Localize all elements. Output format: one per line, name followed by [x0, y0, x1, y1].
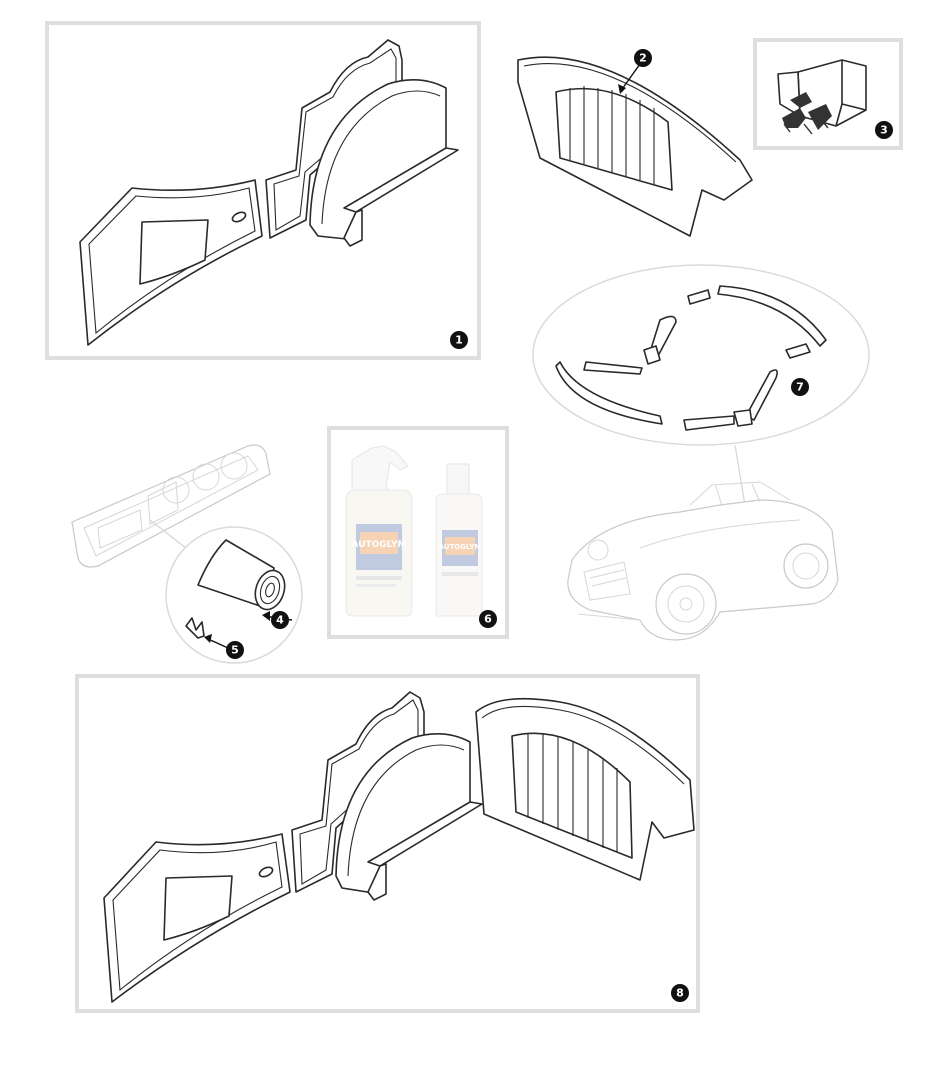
edge-trim-strips-icon — [555, 285, 827, 431]
group-3-fastener-kit: 3 — [753, 38, 903, 150]
group-8-frame — [75, 674, 700, 1013]
callout-3-marker — [875, 121, 893, 139]
rear-seat-back-panel-icon — [517, 56, 753, 237]
group-2-rear-seat-panel: 2 — [517, 49, 753, 237]
callout-5-arrowhead — [204, 634, 212, 643]
group-1-frame — [45, 21, 481, 360]
callout-6-label: 6 — [484, 613, 492, 626]
group-1-door-and-arch-trim: 1 — [45, 21, 481, 360]
kit-wheel-arch-cover-icon — [335, 733, 483, 901]
callout-7-label: 7 — [796, 381, 804, 394]
callout-5-marker — [226, 641, 244, 659]
group-6-frame — [327, 426, 509, 639]
callout-4-arrowhead — [262, 611, 270, 621]
spray-bottle-logo: AUTOGLYM — [352, 540, 407, 550]
callout-2-label: 2 — [639, 52, 647, 65]
group-3-frame — [753, 38, 903, 150]
callout-2-marker — [634, 49, 652, 67]
callout-1-marker — [450, 331, 468, 349]
group-8-complete-kit: 8 — [75, 674, 700, 1013]
trim-clip-icon — [185, 617, 205, 639]
callout-7-marker — [791, 378, 809, 396]
spray-bottle: AUTOGLYM — [345, 445, 413, 617]
kit-door-card-panel-icon — [103, 833, 291, 1003]
callout-3-label: 3 — [880, 124, 888, 137]
dashboard-panel-faint-icon — [71, 444, 271, 568]
callout-6-marker — [479, 610, 497, 628]
callout-2-arrowhead — [618, 84, 626, 94]
trim-material-roll-icon — [197, 539, 286, 611]
callout-8-label: 8 — [676, 987, 684, 1000]
group-4-5-trim-material: 4 5 — [71, 444, 303, 664]
group-7-pointer — [734, 444, 746, 506]
callout-8-marker — [671, 984, 689, 1002]
kit-rear-seat-back-panel-icon — [475, 697, 695, 881]
callout-1-label: 1 — [455, 334, 463, 347]
car-outline-icon — [567, 481, 839, 641]
group-7-bubble — [532, 264, 870, 446]
wheel-arch-cover-icon — [309, 79, 459, 247]
callout-4-label: 4 — [276, 614, 284, 627]
fastener-clip-bag-icon — [777, 59, 867, 135]
group-6-cleaning-products: AUTOGLYM AUTOGLYM 6 — [327, 426, 509, 639]
callout-5-label: 5 — [231, 644, 239, 657]
door-card-panel-icon — [79, 179, 263, 346]
pump-bottle-logo: AUTOGLYM — [439, 543, 482, 551]
callout-4-marker — [271, 611, 289, 629]
group-7-edge-trim-strips: 7 — [532, 264, 870, 506]
pump-bottle: AUTOGLYM — [435, 463, 483, 617]
